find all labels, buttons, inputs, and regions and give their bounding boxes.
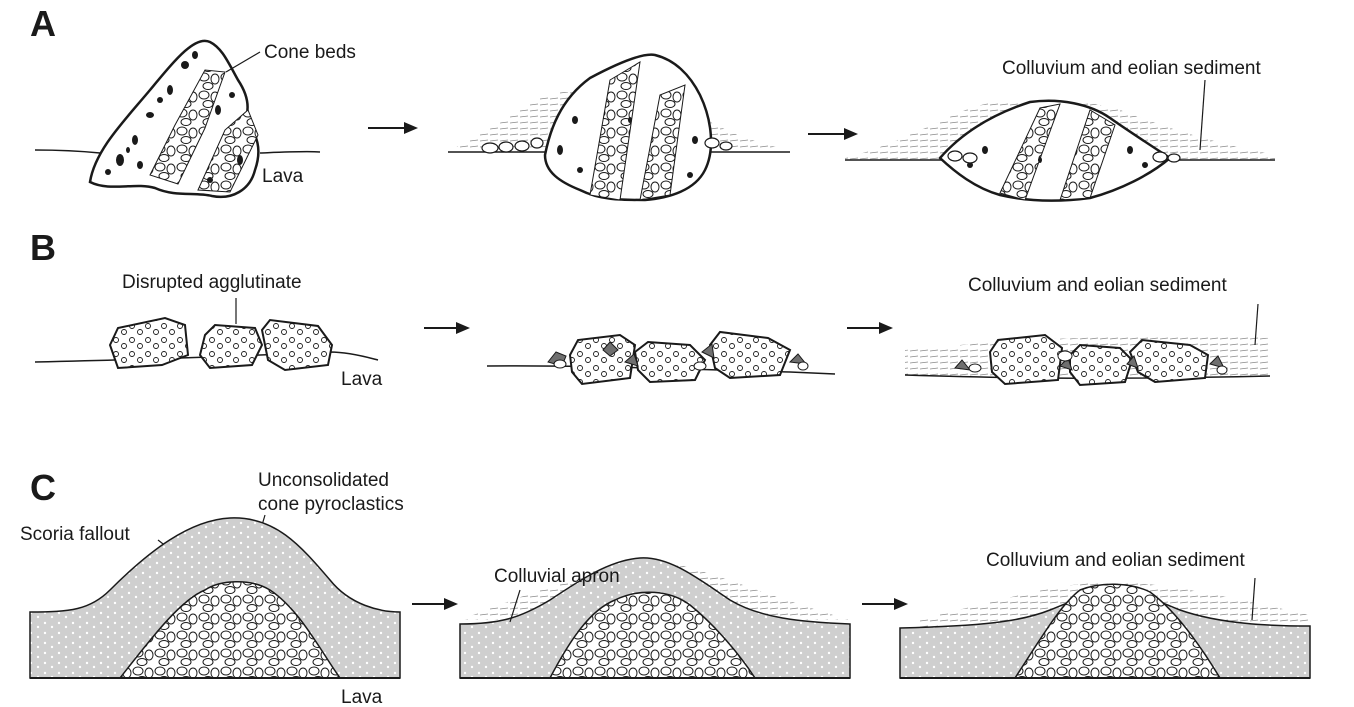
agglutinate-block	[110, 318, 332, 370]
panel-letter-b: B	[30, 227, 56, 268]
panel-b-stage-2	[487, 332, 835, 384]
panel-c-stage-2: Colluvial apron	[460, 558, 850, 678]
panel-a: A Cone beds Lava	[30, 3, 1275, 201]
arrow-b2	[847, 322, 893, 334]
panel-c-stage-1: Lava	[30, 518, 400, 707]
label-disrupted-agglutinate: Disrupted agglutinate	[122, 272, 302, 293]
arrow-c1	[412, 598, 458, 610]
label-scoria-fallout: Scoria fallout	[20, 524, 131, 545]
label-sediment-b: Colluvium and eolian sediment	[968, 275, 1227, 296]
panel-a-stage-3: Colluvium and eolian sediment	[845, 58, 1275, 201]
panel-letter-c: C	[30, 467, 56, 508]
arrow-a1	[368, 122, 418, 134]
label-unconsolidated-2: cone pyroclastics	[258, 494, 404, 515]
arrow-c2	[862, 598, 908, 610]
label-sediment-c: Colluvium and eolian sediment	[986, 550, 1245, 571]
label-lava-a: Lava	[262, 166, 304, 187]
panel-b-stage-3: Colluvium and eolian sediment	[905, 275, 1270, 385]
label-colluvial-apron: Colluvial apron	[494, 566, 620, 587]
panel-a-stage-1: Cone beds Lava	[35, 41, 356, 197]
panel-c-stage-3: Colluvium and eolian sediment	[900, 550, 1310, 678]
cone-beds-leader	[226, 52, 260, 72]
panel-c: C Unconsolidated cone pyroclastics Scori…	[20, 467, 1310, 707]
label-unconsolidated-1: Unconsolidated	[258, 470, 389, 491]
arrow-b1	[424, 322, 470, 334]
panel-b-stage-1: Lava	[35, 318, 383, 390]
panel-letter-a: A	[30, 3, 56, 44]
panel-a-stage-2	[448, 55, 790, 200]
label-cone-beds: Cone beds	[264, 42, 356, 63]
label-lava-c: Lava	[341, 687, 383, 707]
label-sediment-a: Colluvium and eolian sediment	[1002, 58, 1261, 79]
panel-b: B Disrupted agglutinate Lava	[30, 227, 1270, 390]
label-lava-b: Lava	[341, 369, 383, 390]
arrow-a2	[808, 128, 858, 140]
